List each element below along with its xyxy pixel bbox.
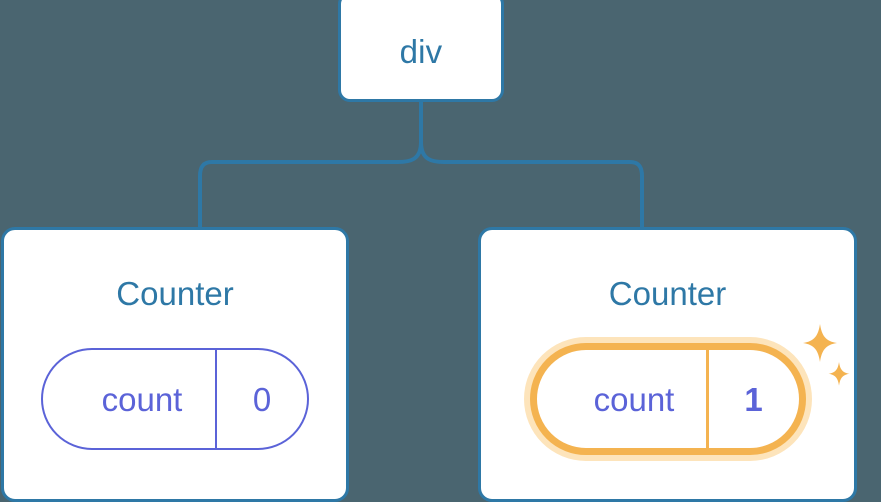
prop-pill-left-key-cell: count — [43, 350, 217, 448]
prop-pill-left-key: count — [101, 380, 183, 418]
prop-pill-right-key: count — [593, 380, 675, 418]
prop-pill-right-value-cell: 1 — [709, 350, 799, 448]
prop-pill-left[interactable]: count 0 — [41, 348, 309, 450]
node-counter-left[interactable]: Counter count 0 — [1, 227, 349, 502]
prop-pill-right-glow: count 1 — [523, 337, 812, 461]
prop-pill-right[interactable]: count 1 — [529, 343, 806, 455]
node-counter-left-title: Counter — [116, 275, 234, 312]
connector-branch-left — [198, 141, 423, 228]
node-counter-right[interactable]: Counter count 1 — [478, 227, 857, 502]
prop-pill-right-key-cell: count — [537, 350, 709, 448]
prop-pill-left-value: 0 — [252, 380, 272, 418]
prop-pill-left-wrapper: count 0 — [4, 348, 346, 450]
node-counter-right-title: Counter — [608, 275, 727, 312]
node-div[interactable]: div — [338, 0, 504, 102]
prop-pill-right-value: 1 — [744, 380, 763, 418]
connector-branch-right — [419, 141, 644, 228]
prop-pill-right-wrapper: count 1 — [481, 337, 854, 461]
prop-pill-left-value-cell: 0 — [217, 350, 307, 448]
node-div-label: div — [399, 32, 443, 70]
